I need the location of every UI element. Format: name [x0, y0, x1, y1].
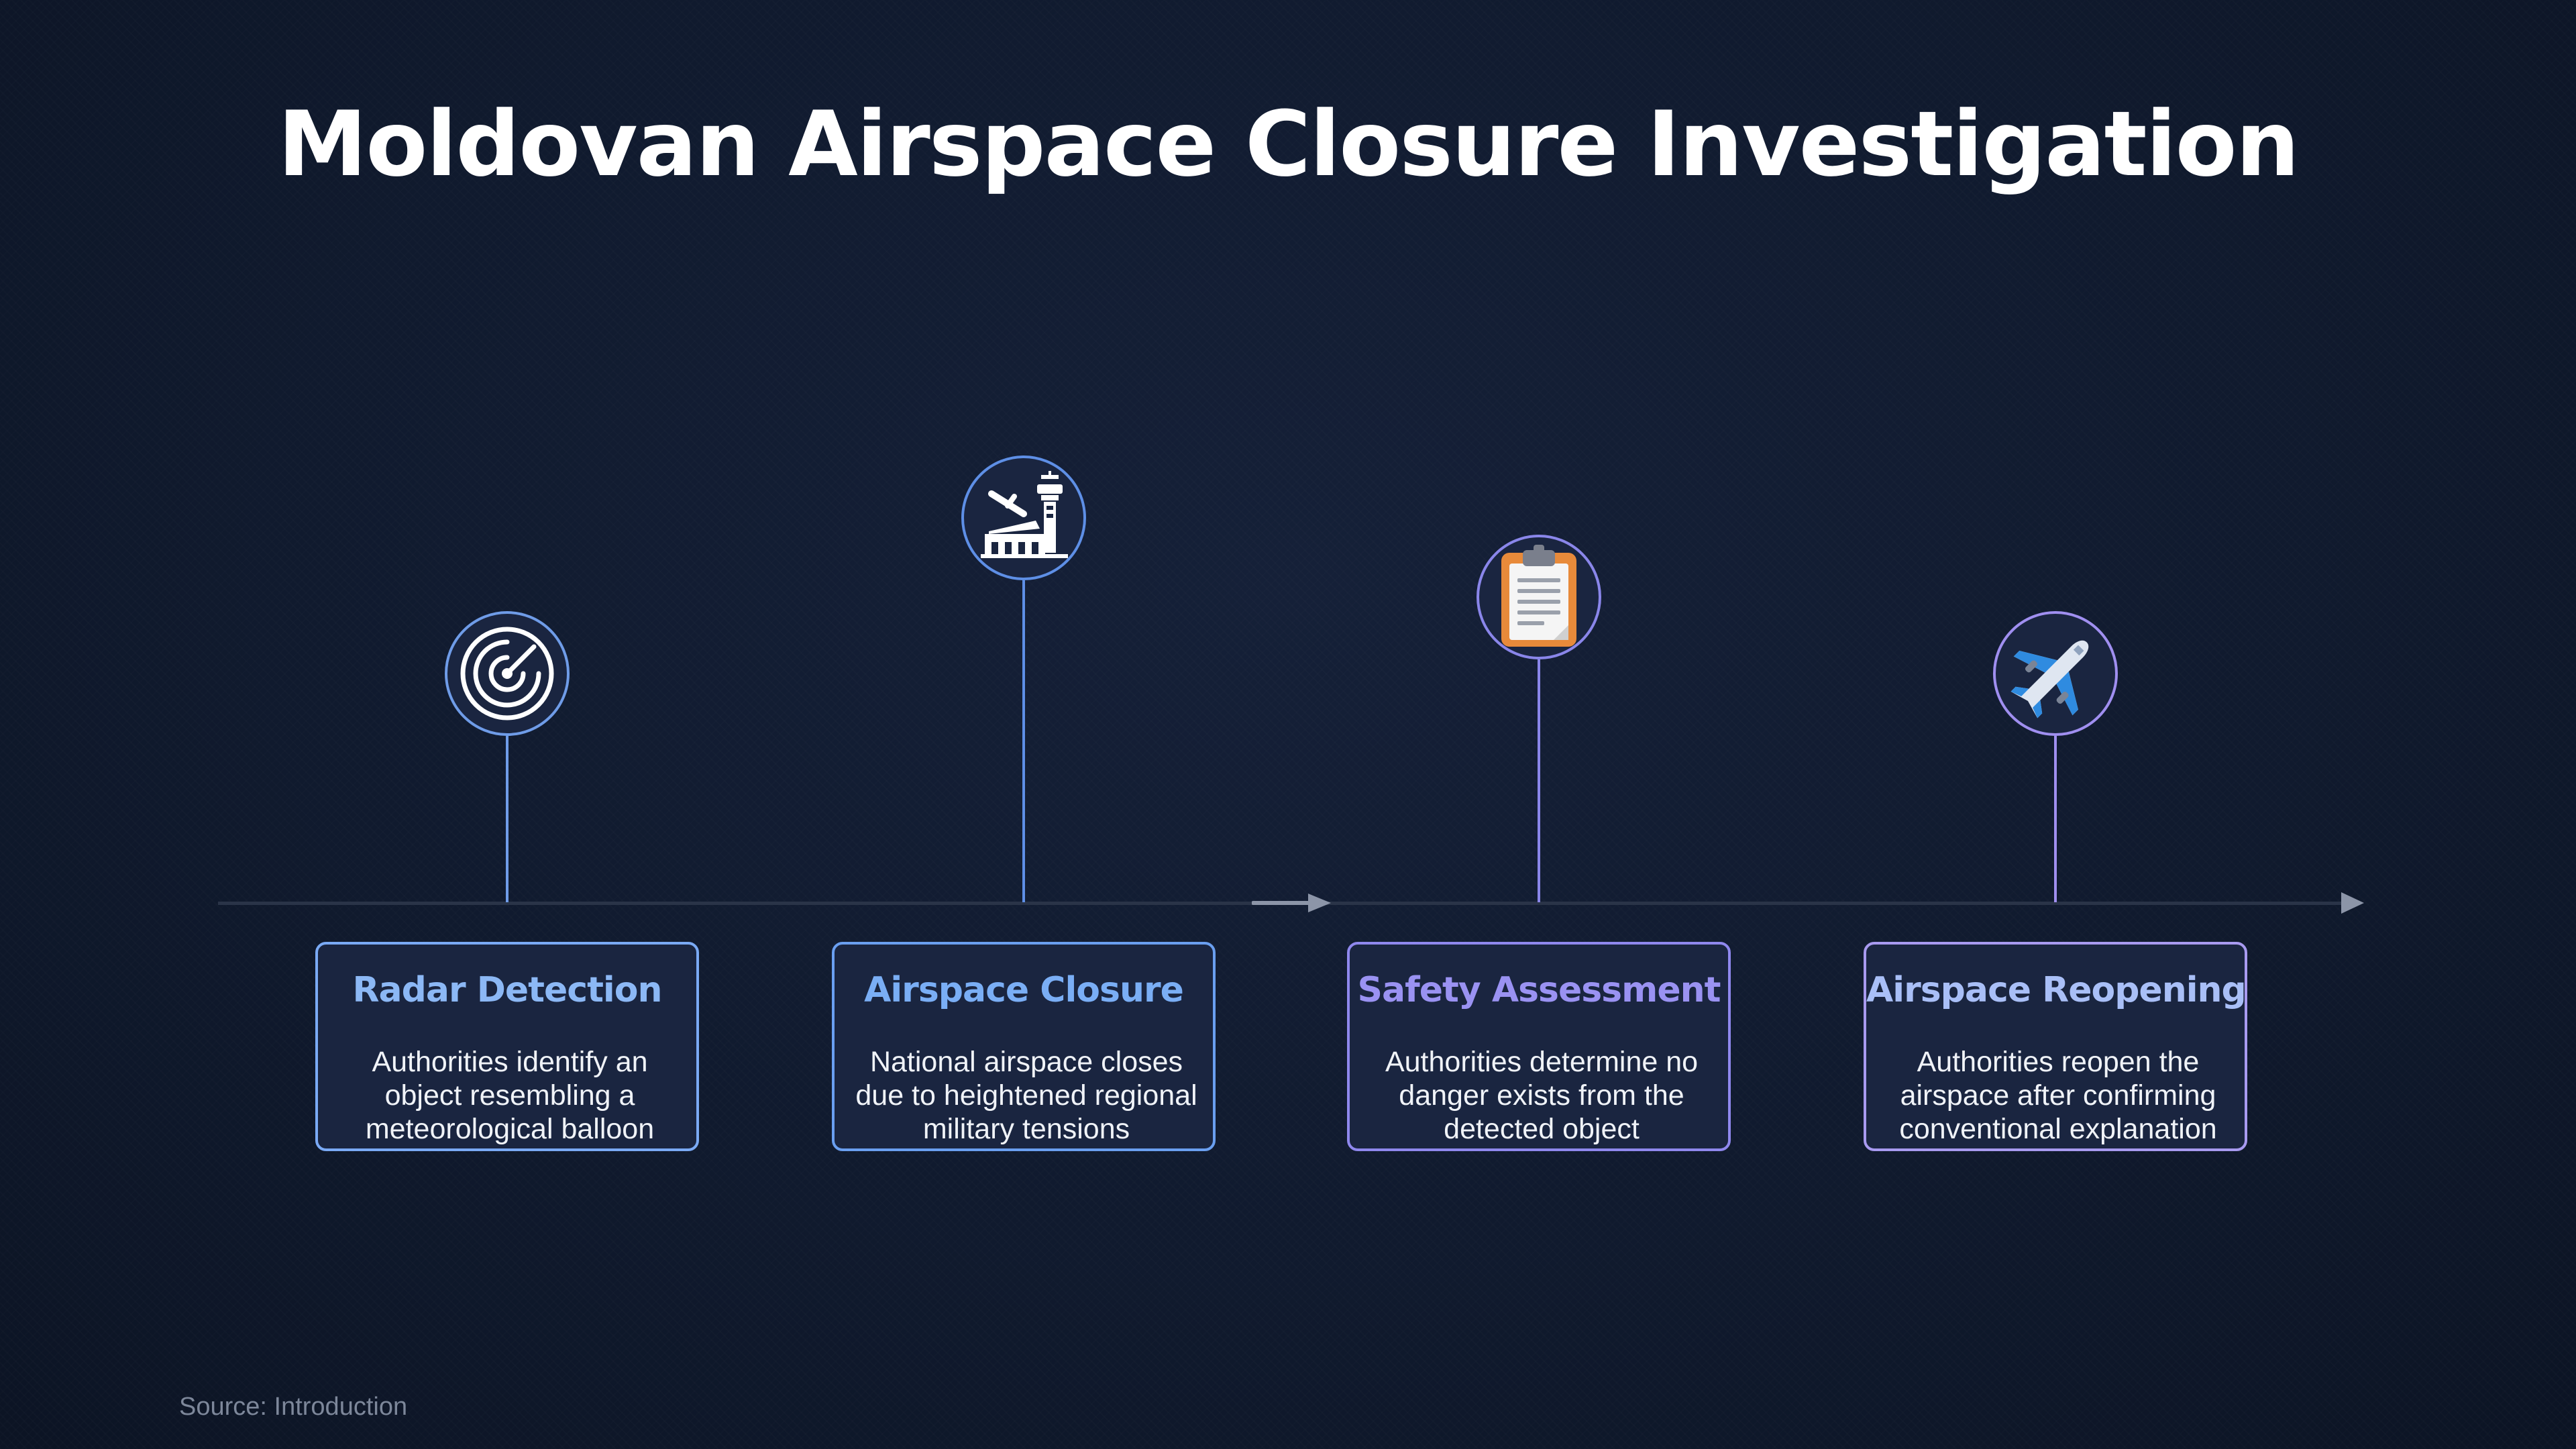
event-card-airspace-reopening: Airspace Reopening Authorities reopen th… [1864, 942, 2247, 1151]
timeline-stem-safety [1538, 659, 1540, 902]
source-caption: Source: Introduction [179, 1393, 408, 1421]
clipboard-icon [1501, 545, 1576, 647]
event-description: Authorities identify an object resemblin… [365, 1046, 655, 1145]
timeline-node-safety [1477, 535, 1601, 659]
timeline-direction-arrow-icon [1252, 894, 1331, 912]
radar-icon [460, 627, 554, 720]
timeline-stem-radar [506, 736, 508, 902]
event-card-safety-assessment: Safety Assessment Authorities determine … [1347, 942, 1731, 1151]
timeline-stem-closure [1022, 580, 1025, 902]
timeline-node-closure [961, 455, 1086, 580]
airport-tower-icon [981, 471, 1068, 558]
timeline-arrowhead [2341, 892, 2364, 914]
event-description: Authorities reopen the airspace after co… [1899, 1046, 2217, 1145]
event-title: Radar Detection [352, 970, 663, 1010]
timeline-stem-reopening [2054, 736, 2057, 902]
event-title: Airspace Reopening [1866, 970, 2247, 1010]
airplane-icon [2010, 640, 2089, 718]
page-title: Moldovan Airspace Closure Investigation [277, 92, 2300, 197]
timeline-node-reopening [1993, 611, 2118, 736]
timeline-node-radar [445, 611, 570, 736]
event-title: Safety Assessment [1357, 970, 1721, 1010]
event-title: Airspace Closure [864, 970, 1184, 1010]
event-card-airspace-closure: Airspace Closure National airspace close… [832, 942, 1216, 1151]
event-card-radar-detection: Radar Detection Authorities identify an … [315, 942, 699, 1151]
event-description: Authorities determine no danger exists f… [1385, 1046, 1699, 1145]
event-description: National airspace closes due to heighten… [855, 1046, 1197, 1145]
